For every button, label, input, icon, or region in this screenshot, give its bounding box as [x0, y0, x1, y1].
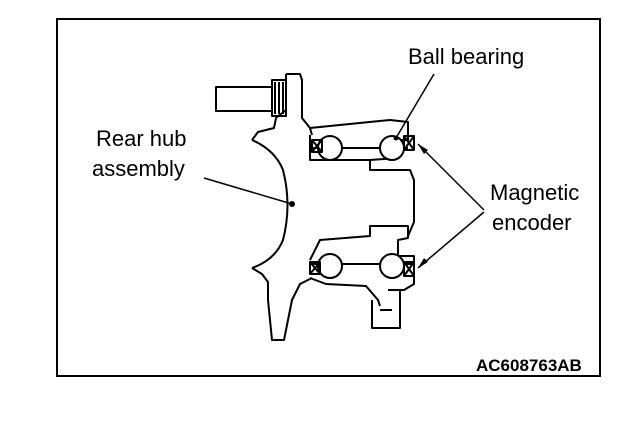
diagram-frame	[56, 18, 601, 377]
magnetic-encoder-label-line2: encoder	[492, 210, 572, 235]
rear-hub-label-line1: Rear hub	[96, 126, 187, 151]
wheel-stud	[215, 79, 287, 117]
magnetic-encoder-label-line1: Magnetic	[490, 180, 580, 205]
figure-id: AC608763AB	[476, 356, 582, 375]
hub-bore	[407, 194, 415, 237]
encoder-leader-lower	[417, 211, 485, 269]
lower-ball-right	[379, 253, 405, 279]
ball-bearing-label: Ball bearing	[408, 44, 525, 69]
rear-hub-leader	[203, 177, 293, 205]
upper-magnetic-encoder	[311, 135, 415, 153]
rear-hub-label-line2: assembly	[92, 156, 185, 181]
encoder-leader-upper	[417, 143, 485, 211]
lower-ball-left	[317, 253, 343, 279]
hub-flange	[251, 73, 313, 341]
mounting-tab	[371, 290, 401, 329]
lower-magnetic-encoder	[309, 261, 415, 277]
ball-bearing-leader	[395, 73, 435, 139]
upper-ball-right	[379, 135, 405, 161]
